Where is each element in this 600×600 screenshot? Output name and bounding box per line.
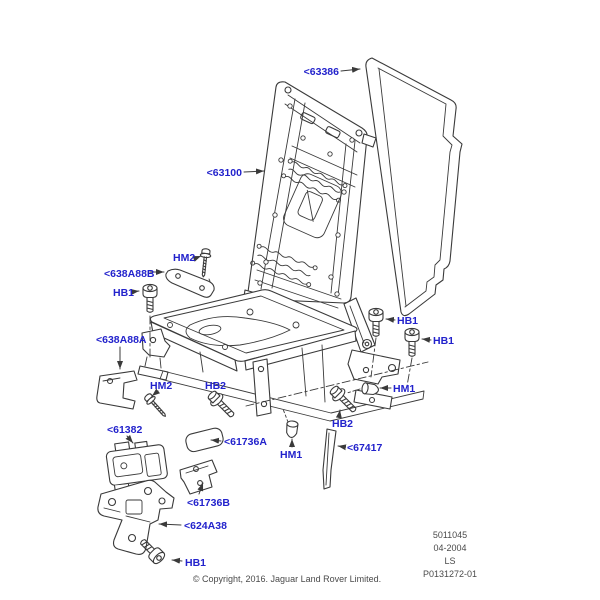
callout-hb2-right[interactable]: HB2 bbox=[332, 418, 353, 430]
callout-67417[interactable]: <67417 bbox=[347, 442, 382, 454]
info-date: 04-2004 bbox=[433, 543, 466, 553]
bolt-hb1-left bbox=[142, 283, 158, 313]
callout-61736a[interactable]: <61736A bbox=[224, 436, 267, 448]
bolt-hb1-right-lower bbox=[404, 327, 420, 357]
bracket-61736b-drawing bbox=[179, 459, 218, 495]
callout-hm1-center[interactable]: HM1 bbox=[280, 449, 302, 461]
phantom-lines bbox=[149, 315, 429, 407]
bracket-624a38-drawing bbox=[97, 479, 175, 555]
strap-67417-drawing bbox=[322, 428, 337, 490]
seatback-frame-63100-drawing bbox=[242, 81, 377, 353]
callout-hb1-left[interactable]: HB1 bbox=[113, 287, 134, 299]
info-catalog-number: 5011045 bbox=[433, 530, 467, 540]
callout-624a38[interactable]: <624A38 bbox=[184, 520, 227, 532]
callout-hm1-right[interactable]: HM1 bbox=[393, 383, 415, 395]
pad-61736a-drawing bbox=[185, 427, 224, 453]
screw-hm2-top bbox=[197, 247, 212, 278]
bracket-638a88a-drawing bbox=[96, 370, 138, 410]
callout-hb1-bottom[interactable]: HB1 bbox=[185, 557, 206, 569]
callout-61736b[interactable]: <61736B bbox=[187, 497, 230, 509]
nut-hm1-center bbox=[285, 420, 299, 439]
info-model-code: LS bbox=[444, 556, 455, 566]
bolt-hb2-left bbox=[204, 387, 239, 422]
seat-base-drawing bbox=[137, 289, 425, 422]
copyright-notice: © Copyright, 2016. Jaguar Land Rover Lim… bbox=[193, 574, 381, 584]
callout-638a88a[interactable]: <638A88A bbox=[96, 334, 147, 346]
bracket-638a88b-drawing bbox=[165, 268, 215, 298]
info-block: 5011045 04-2004 LS P0131272-01 bbox=[423, 530, 477, 579]
callout-638a88b[interactable]: <638A88B bbox=[104, 268, 155, 280]
callout-hm2-lower[interactable]: HM2 bbox=[150, 380, 172, 392]
back-panel-63386-drawing bbox=[365, 57, 463, 317]
callout-hb2-left[interactable]: HB2 bbox=[205, 380, 226, 392]
callout-hb1-right-lower[interactable]: HB1 bbox=[433, 335, 454, 347]
screw-hm2-lower bbox=[142, 391, 170, 421]
bolt-hb1-right-upper bbox=[368, 307, 384, 337]
callout-hb1-right-upper[interactable]: HB1 bbox=[397, 315, 418, 327]
info-drawing-number: P0131272-01 bbox=[423, 569, 477, 579]
callout-63386[interactable]: <63386 bbox=[304, 66, 339, 78]
leader-lines bbox=[117, 66, 432, 564]
callout-61382[interactable]: <61382 bbox=[107, 424, 142, 436]
callout-hm2-top[interactable]: HM2 bbox=[173, 252, 195, 264]
callout-labels: <63386 <63100 HM2 <638A88B HB1 <638A88A … bbox=[96, 66, 454, 569]
callout-63100[interactable]: <63100 bbox=[207, 167, 242, 179]
